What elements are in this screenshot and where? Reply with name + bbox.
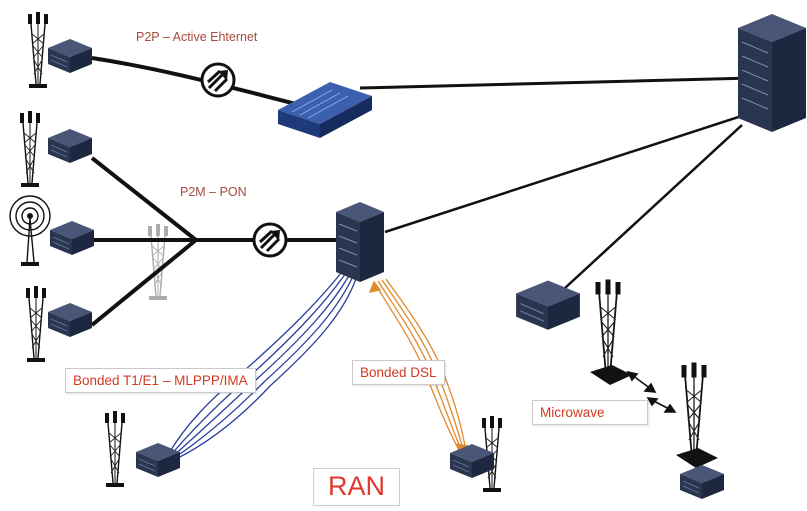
router-icon — [47, 38, 93, 74]
cell-tower-icon — [104, 410, 126, 488]
bonded-t1e1-bundle — [167, 267, 358, 460]
p2p-link — [91, 56, 301, 107]
microwave-router-to-core-link — [564, 124, 743, 289]
microwave-tower-right — [680, 361, 708, 459]
server-rack-icon — [336, 202, 384, 282]
optical-converter-icon — [252, 222, 288, 258]
microwave-dish-base — [590, 365, 632, 385]
router-icon — [47, 128, 93, 164]
network-switch-icon — [278, 82, 372, 138]
p2p-label: P2P – Active Ehternet — [136, 30, 258, 44]
cell-tower-icon — [25, 285, 47, 363]
optical-converter-icon — [200, 62, 236, 98]
cell-tower-icon — [19, 110, 41, 188]
optical-splitter-icon — [147, 223, 169, 301]
switch-to-core-link — [359, 76, 753, 90]
microwave-link-arrows — [626, 370, 677, 413]
microwave-label: Microwave — [532, 400, 648, 425]
cell-tower-icon — [27, 11, 49, 89]
pon-branch-top — [90, 156, 198, 242]
router-icon — [679, 464, 725, 500]
bonded-dsl-label: Bonded DSL — [352, 360, 445, 385]
microwave-tower-left — [594, 278, 622, 376]
p2m-label: P2M – PON — [180, 185, 247, 199]
router-icon — [135, 442, 181, 478]
microwave-dish-base — [676, 448, 718, 468]
ran-title: RAN — [313, 468, 401, 506]
server-rack-icon — [738, 14, 806, 132]
cell-tower-icon — [594, 278, 622, 376]
cell-tower-icon — [680, 361, 708, 459]
router-icon — [47, 302, 93, 338]
router-icon — [49, 220, 95, 256]
router-icon — [515, 279, 581, 331]
aggregation-to-core-link — [384, 108, 761, 234]
pon-branch-bottom — [90, 238, 198, 327]
radio-broadcast-icon — [9, 195, 51, 266]
bonded-t1e1-label: Bonded T1/E1 – MLPPP/IMA — [65, 368, 256, 393]
